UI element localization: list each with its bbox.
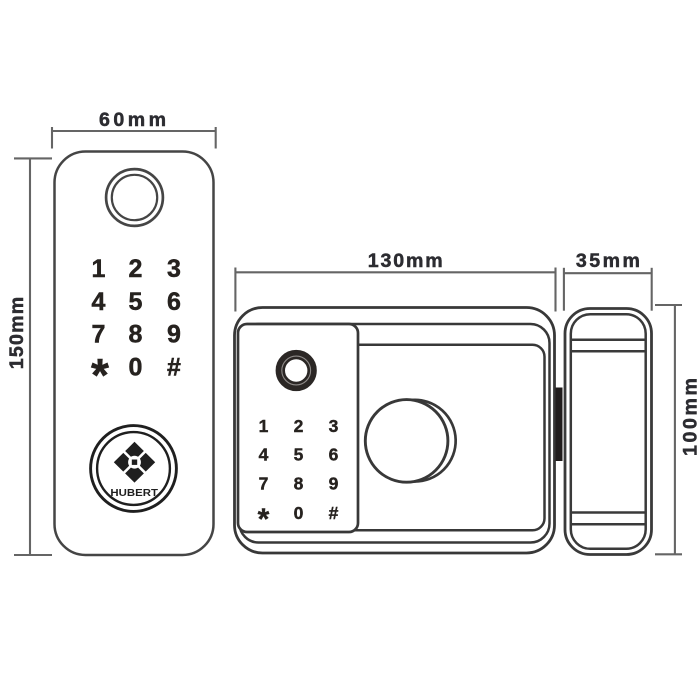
svg-text:1: 1	[259, 416, 269, 436]
svg-text:6: 6	[167, 288, 181, 316]
svg-text:HUBERT: HUBERT	[110, 488, 158, 499]
svg-text:60mm: 60mm	[99, 109, 166, 131]
svg-text:5: 5	[129, 288, 143, 316]
svg-text:8: 8	[129, 321, 143, 349]
svg-text:#: #	[167, 353, 181, 381]
svg-text:4: 4	[92, 288, 106, 316]
svg-text:7: 7	[92, 321, 106, 349]
svg-text:6: 6	[329, 445, 339, 465]
svg-text:5: 5	[294, 445, 304, 465]
svg-text:8: 8	[294, 474, 304, 494]
svg-text:2: 2	[294, 416, 304, 436]
svg-text:7: 7	[259, 474, 269, 494]
svg-text:3: 3	[329, 416, 339, 436]
svg-text:1: 1	[92, 255, 106, 283]
svg-text:3: 3	[167, 255, 181, 283]
svg-text:0: 0	[129, 353, 143, 381]
svg-text:0: 0	[294, 503, 304, 523]
svg-text:35mm: 35mm	[576, 250, 640, 272]
svg-text:9: 9	[167, 321, 181, 349]
svg-text:#: #	[329, 503, 339, 523]
svg-text:4: 4	[259, 445, 269, 465]
svg-text:2: 2	[129, 255, 143, 283]
svg-text:*: *	[258, 503, 270, 536]
svg-text:*: *	[91, 349, 109, 401]
svg-text:9: 9	[329, 474, 339, 494]
svg-text:150mm: 150mm	[6, 297, 28, 370]
